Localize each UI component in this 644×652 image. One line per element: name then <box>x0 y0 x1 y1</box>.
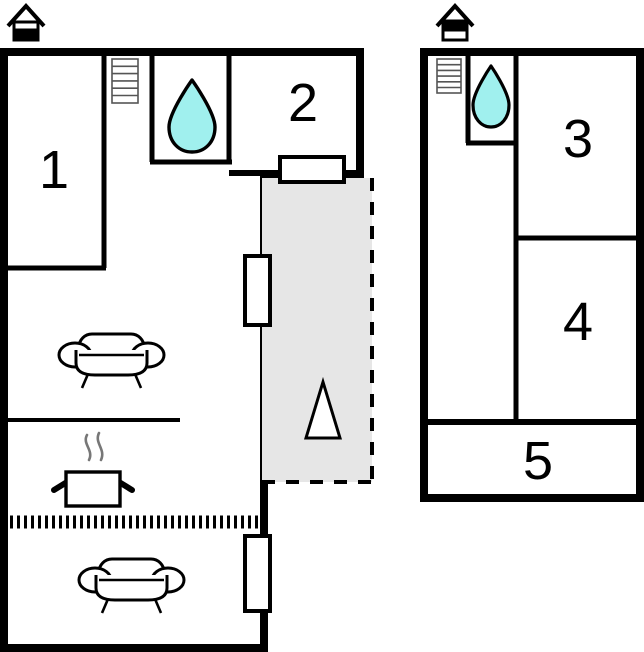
room-label-4: 4 <box>563 292 593 352</box>
door-lower-right[interactable] <box>243 534 272 613</box>
cooking-pot-icon <box>51 431 135 508</box>
door-terrace-mid[interactable] <box>243 254 272 327</box>
left-building: 1 2 <box>0 3 364 652</box>
stairs-icon <box>436 58 462 94</box>
room-label-3: 3 <box>563 109 593 169</box>
water-drop-icon <box>471 64 511 129</box>
door-top-terrace[interactable] <box>278 155 346 184</box>
right-building: 3 4 5 <box>420 3 644 502</box>
room-label-5: 5 <box>523 431 553 491</box>
terrace <box>262 178 374 484</box>
stairs-icon <box>111 58 139 104</box>
tree-icon <box>303 376 343 440</box>
room-label-1: 1 <box>39 140 69 200</box>
water-drop-icon <box>167 78 217 154</box>
house-icon <box>435 3 475 42</box>
room-label-2: 2 <box>288 73 318 133</box>
sofa-icon <box>57 332 166 389</box>
left-building-openings <box>243 155 346 613</box>
sofa-icon <box>77 557 186 614</box>
house-icon <box>6 3 46 42</box>
